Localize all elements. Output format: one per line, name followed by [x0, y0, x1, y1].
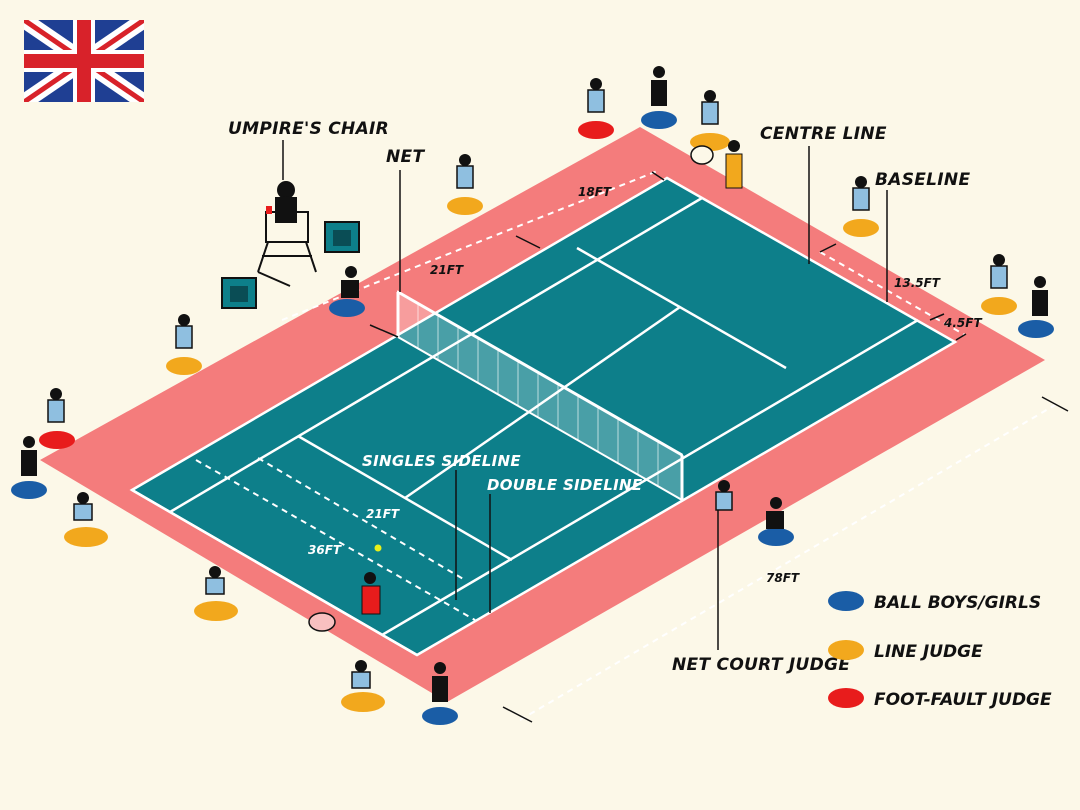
ball-person-disc — [641, 111, 677, 129]
line-judge-disc — [341, 692, 385, 712]
player-seat — [221, 221, 360, 309]
court-lines — [129, 176, 958, 657]
ball-person-disc — [11, 481, 47, 499]
foot-fault-judge-disc — [578, 121, 614, 139]
ball-person-disc — [758, 528, 794, 546]
dim-21ft-court: 21FT — [366, 507, 400, 521]
legend-swatch-ball — [828, 591, 864, 611]
label-net: NET — [386, 147, 425, 167]
line-judge-disc — [447, 197, 483, 215]
umpire-chair — [257, 181, 317, 287]
dim-78ft: 78FT — [766, 571, 800, 585]
dim-18ft: 18FT — [578, 185, 612, 199]
label-double-sideline: DOUBLE SIDELINE — [487, 476, 643, 494]
label-singles-sideline: SINGLES SIDELINE — [362, 452, 521, 470]
label-centre-line: CENTRE LINE — [760, 124, 887, 144]
legend-label-foot-fault: FOOT-FAULT JUDGE — [874, 690, 1052, 710]
tennis-player-server — [308, 544, 382, 632]
official-figures — [21, 66, 1048, 702]
dim-36ft: 36FT — [308, 543, 342, 557]
label-baseline: BASELINE — [875, 170, 970, 190]
tennis-net — [396, 290, 684, 502]
legend-label-ball: BALL BOYS/GIRLS — [874, 593, 1041, 613]
legend-label-line-judge: LINE JUDGE — [874, 642, 983, 662]
ball-person-disc — [422, 707, 458, 725]
dim-4-5ft: 4.5FT — [943, 316, 982, 330]
line-judge-disc — [843, 219, 879, 237]
line-judge-disc — [64, 527, 108, 547]
foot-fault-judge-disc — [39, 431, 75, 449]
legend-swatch-foot-fault — [828, 688, 864, 708]
legend: BALL BOYS/GIRLS LINE JUDGE FOOT-FAULT JU… — [828, 591, 1052, 710]
measure-ticks — [502, 171, 1069, 723]
label-umpire-chair: UMPIRE'S CHAIR — [228, 119, 389, 139]
leader-lines — [282, 140, 888, 650]
ball-person-disc — [329, 299, 365, 317]
line-judge-disc — [194, 601, 238, 621]
dim-21ft-top: 21FT — [430, 263, 464, 277]
court-surface — [132, 178, 955, 655]
tennis-player-receiver — [690, 140, 743, 189]
union-jack-flag — [24, 20, 144, 102]
dim-13-5ft: 13.5FT — [894, 276, 941, 290]
line-judge-disc — [981, 297, 1017, 315]
legend-swatch-line-judge — [828, 640, 864, 660]
line-judge-disc — [166, 357, 202, 375]
label-net-court-judge: NET COURT JUDGE — [672, 655, 850, 675]
ball-person-disc — [1018, 320, 1054, 338]
